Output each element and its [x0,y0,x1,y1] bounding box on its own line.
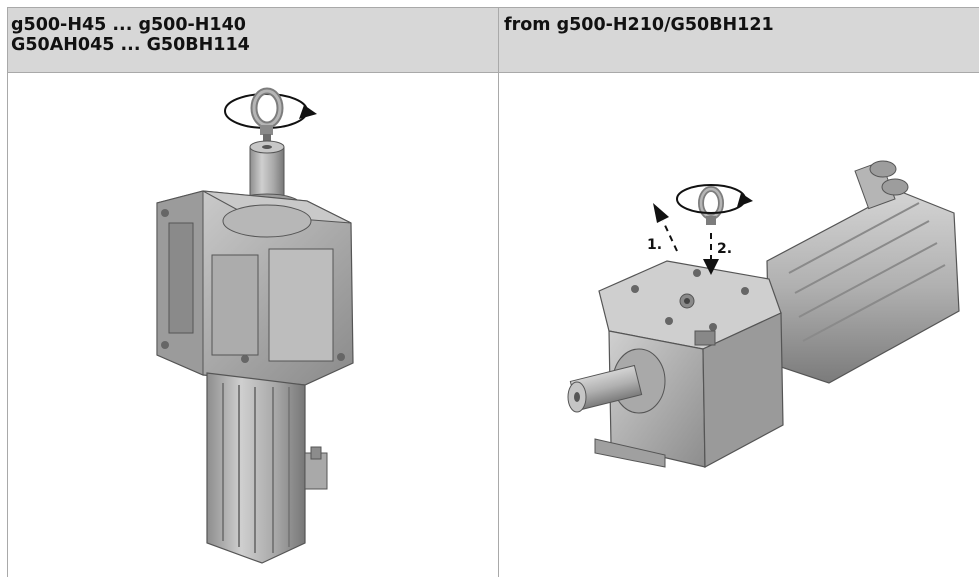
gearbox-table: g500-H45 ... g500-H140 G50AH045 ... G50B… [7,7,979,577]
header-cell-left: g500-H45 ... g500-H140 G50AH045 ... G50B… [7,7,498,72]
column-divider [498,7,499,577]
rotate-arrow-icon [676,184,753,214]
gearbox-housing [156,190,354,386]
motor-body [206,372,328,564]
horizontal-gearmotor-illustration: 1. 2. [567,160,960,468]
eye-bolt-icon [250,87,284,148]
table-left-border [7,7,8,577]
vertical-gearmotor-illustration [156,87,354,564]
motor-body [766,160,960,384]
output-shaft [567,348,666,468]
step-1-label: 1. [647,237,662,253]
cell-right-illustration: 1. 2. [499,73,979,577]
cell-left-illustration [7,73,498,577]
step-2-label: 2. [717,241,732,257]
header-left-line2: G50AH045 ... G50BH114 [11,35,250,55]
header-divider [7,72,979,73]
header-left-line1: g500-H45 ... g500-H140 [11,15,246,35]
table-top-border [7,7,979,8]
header-cell-right: from g500-H210/G50BH121 [499,7,979,72]
insert-arrow-icon [703,233,719,275]
dashed-arrow-icon [653,203,678,252]
eye-bolt-icon [698,186,724,225]
header-right-label: from g500-H210/G50BH121 [504,15,774,35]
